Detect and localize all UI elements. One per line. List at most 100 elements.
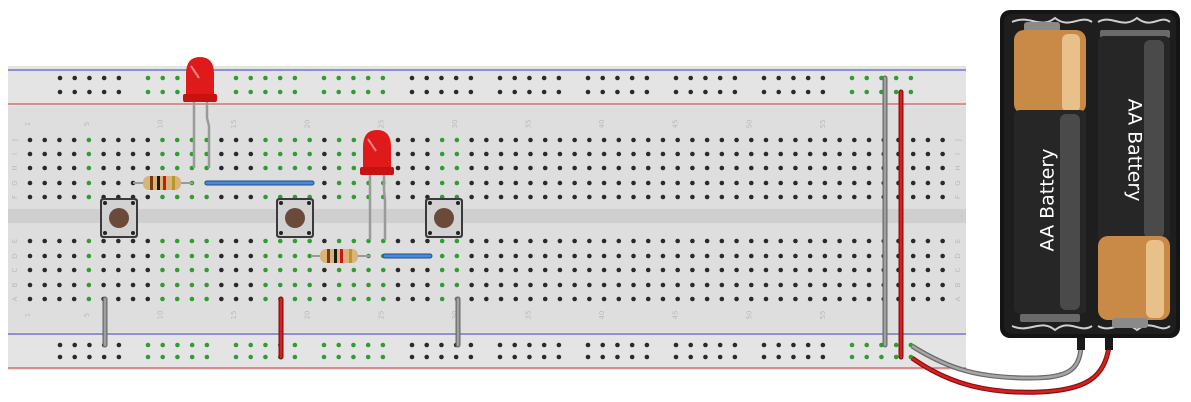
led-2: [360, 130, 394, 240]
breadboard-hole: [101, 354, 107, 360]
row-letter-label: A: [11, 296, 19, 301]
breadboard-hole: [160, 151, 165, 157]
breadboard-hole: [351, 165, 357, 171]
breadboard-hole: [644, 342, 650, 348]
breadboard-hole: [86, 137, 92, 143]
breadboard-hole: [587, 165, 592, 171]
breadboard-hole: [645, 253, 651, 259]
breadboard-hole: [763, 165, 769, 171]
breadboard-hole: [277, 89, 283, 95]
breadboard-hole: [542, 180, 548, 186]
column-number-label: 40: [598, 120, 606, 129]
row-letter-label: I: [11, 153, 19, 155]
breadboard-hole: [263, 282, 268, 288]
breadboard-hole: [822, 238, 828, 244]
breadboard-hole: [410, 165, 416, 171]
breadboard-hole: [130, 296, 136, 302]
breadboard-hole: [793, 194, 798, 200]
breadboard-hole: [27, 267, 33, 273]
breadboard-hole: [86, 238, 92, 244]
breadboard-hole: [556, 75, 562, 81]
breadboard-hole: [717, 89, 723, 95]
breadboard-hole: [528, 137, 533, 143]
breadboard-hole: [748, 137, 754, 143]
breadboard-hole: [645, 238, 651, 244]
breadboard-labels: 1155101015152020252530303535404045455050…: [11, 120, 962, 320]
breadboard-hole: [940, 282, 945, 288]
breadboard-hole: [189, 282, 195, 288]
center-channel: [8, 209, 966, 223]
breadboard-hole: [629, 89, 635, 95]
breadboard-hole: [351, 267, 357, 273]
breadboard-hole: [513, 253, 519, 259]
breadboard-hole: [86, 180, 92, 186]
breadboard-hole: [704, 165, 710, 171]
breadboard-hole: [631, 180, 636, 186]
breadboard-hole: [160, 342, 166, 348]
breadboard-hole: [748, 180, 754, 186]
breadboard-hole: [866, 165, 872, 171]
breadboard-hole: [925, 282, 931, 288]
breadboard-hole: [645, 151, 651, 157]
breadboard-hole: [675, 137, 680, 143]
breadboard-hole: [925, 151, 931, 157]
breadboard-hole: [233, 165, 239, 171]
breadboard-hole: [27, 296, 33, 302]
breadboard-hole: [675, 238, 680, 244]
breadboard-hole: [498, 282, 504, 288]
breadboard-hole: [776, 354, 782, 360]
breadboard-hole: [688, 75, 694, 81]
breadboard-hole: [160, 282, 165, 288]
breadboard-hole: [116, 151, 121, 157]
breadboard-hole: [86, 194, 92, 200]
breadboard-hole: [498, 165, 504, 171]
breadboard-hole: [484, 137, 489, 143]
row-letter-label: J: [954, 139, 962, 142]
column-number-label: 5: [83, 313, 91, 317]
breadboard-hole: [675, 267, 680, 273]
breadboard-hole: [410, 296, 416, 302]
breadboard-hole: [469, 194, 474, 200]
breadboard-hole: [940, 137, 945, 143]
breadboard-hole: [807, 238, 813, 244]
breadboard-hole: [866, 180, 872, 186]
row-letter-label: H: [954, 165, 962, 170]
breadboard-hole: [248, 75, 254, 81]
breadboard-hole: [513, 238, 519, 244]
breadboard-hole: [778, 253, 784, 259]
breadboard-hole: [910, 296, 916, 302]
breadboard-hole: [86, 253, 92, 259]
breadboard-hole: [734, 238, 739, 244]
breadboard-hole: [763, 194, 769, 200]
breadboard-hole: [322, 267, 327, 273]
breadboard-hole: [557, 194, 563, 200]
breadboard-hole: [468, 354, 474, 360]
breadboard-hole: [233, 354, 239, 360]
breadboard-hole: [116, 296, 121, 302]
breadboard-hole: [719, 267, 725, 273]
breadboard-hole: [292, 89, 298, 95]
breadboard-hole: [351, 89, 356, 95]
breadboard-hole: [233, 296, 239, 302]
breadboard-hole: [322, 137, 327, 143]
breadboard-hole: [837, 282, 842, 288]
breadboard-hole: [101, 282, 106, 288]
breadboard-hole: [248, 342, 254, 348]
breadboard-hole: [734, 282, 739, 288]
breadboard-hole: [454, 253, 460, 259]
breadboard-hole: [557, 296, 563, 302]
battery-cell-2-label: AA Battery: [1124, 99, 1146, 202]
row-letter-label: D: [11, 253, 19, 258]
battery-cell-2: AA Battery: [1098, 30, 1170, 328]
breadboard-hole: [484, 151, 489, 157]
breadboard-hole: [484, 165, 489, 171]
breadboard-hole: [395, 267, 401, 273]
breadboard-hole: [732, 75, 738, 81]
breadboard-hole: [631, 296, 636, 302]
breadboard-hole: [660, 194, 666, 200]
breadboard-hole: [27, 282, 33, 288]
breadboard-hole: [469, 165, 474, 171]
breadboard-hole: [585, 342, 591, 348]
breadboard-hole: [233, 75, 239, 81]
breadboard-hole: [615, 75, 620, 81]
